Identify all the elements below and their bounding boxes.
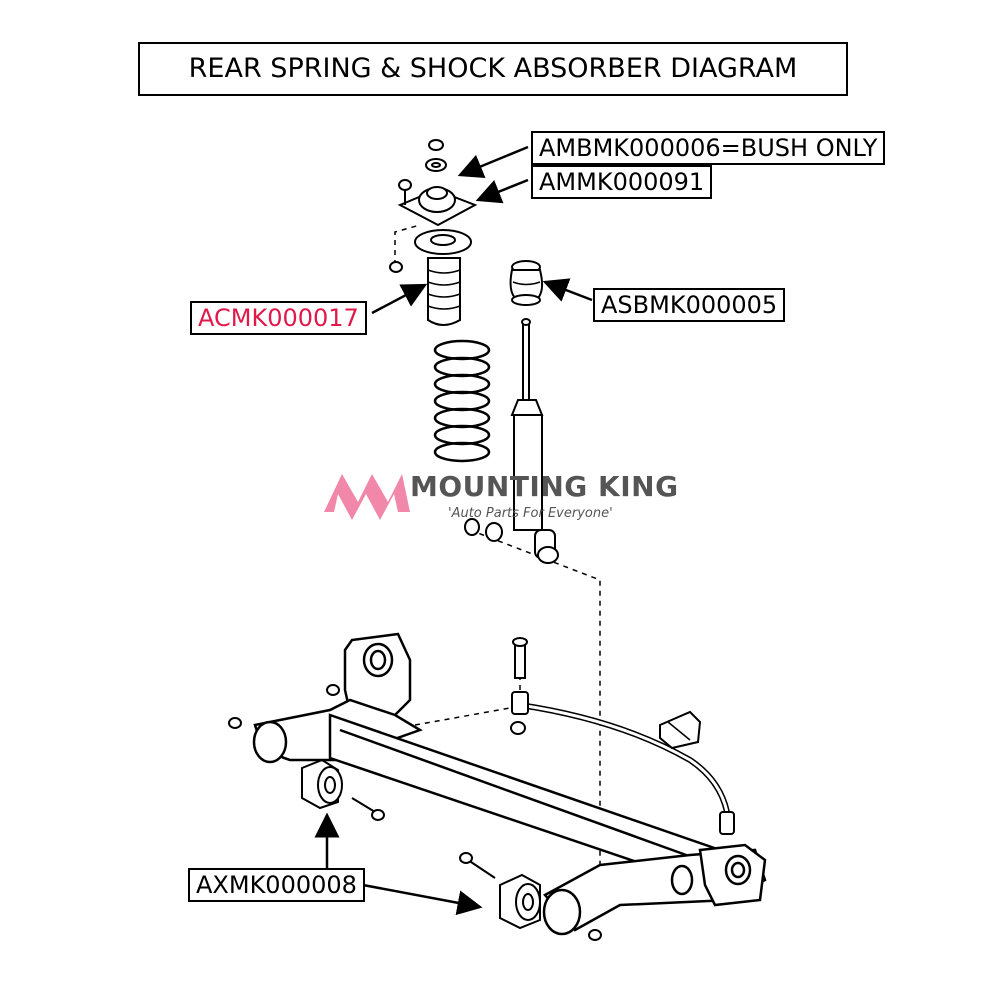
label-ambmk000006: AMBMK000006=BUSH ONLY [531,131,886,165]
shock-absorber [510,318,559,564]
stabilizer-bar [510,637,735,835]
small-bolt [389,261,403,273]
bump-stop [509,260,544,306]
logo-mark [324,474,410,520]
dust-cover [414,229,472,326]
upper-mount [397,139,478,227]
logo-name: MOUNTING KING [410,470,679,503]
stabilizer-clamp [659,710,702,750]
assembly-guides [394,224,601,880]
logo-tagline: 'Auto Parts For Everyone' [448,506,613,521]
left-bushing [228,684,385,821]
leader-lines [314,145,593,916]
right-bushing [459,852,602,941]
page-title: REAR SPRING & SHOCK ABSORBER DIAGRAM [138,42,848,96]
axle-beam [252,632,767,936]
label-asbmk000005: ASBMK000005 [593,288,786,322]
shock-bushings [464,518,503,542]
coil-spring [433,339,491,463]
label-ammk000091: AMMK000091 [531,165,713,199]
label-axmk000008: AXMK000008 [188,868,365,902]
label-acmk000017: ACMK000017 [190,301,367,335]
